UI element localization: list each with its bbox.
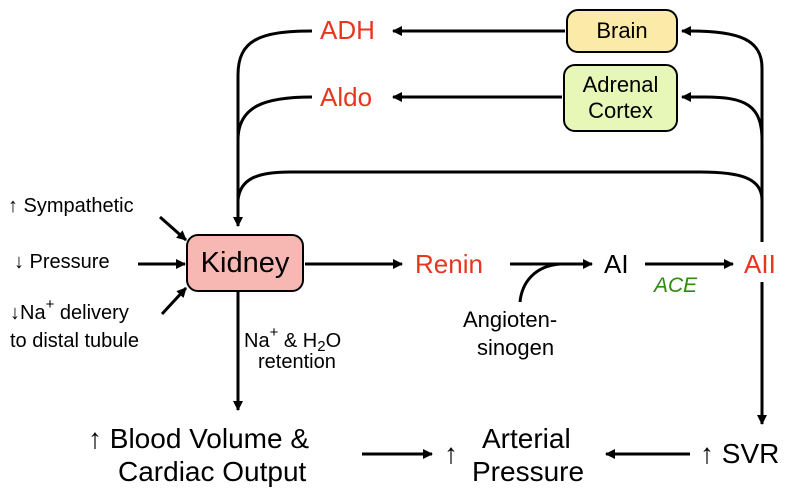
adrenal-label-line1: Adrenal xyxy=(582,71,659,97)
na-symbol: Na xyxy=(20,302,46,324)
aii-label: AII xyxy=(744,249,776,279)
angiotensinogen-line2: sinogen xyxy=(477,335,555,360)
arrow-angiotensinogen-to-ai xyxy=(518,262,561,303)
arterial-arrow: ↑ xyxy=(444,438,458,469)
ace-label: ACE xyxy=(654,274,698,297)
na-charge: + xyxy=(45,296,55,313)
angiotensinogen-line1: Angioten- xyxy=(463,307,558,332)
aldo-label: Aldo xyxy=(320,82,373,112)
arterial-line1: Arterial xyxy=(482,423,571,454)
na-delivery-label: ↓Na+ delivery xyxy=(10,297,129,323)
na-decrease-arrow: ↓ xyxy=(10,302,20,324)
arrow-aii-to-brain xyxy=(681,26,764,242)
kidney-box: Kidney xyxy=(186,234,304,292)
arrow-aldo-to-kidney xyxy=(236,95,313,226)
ai-label: AI xyxy=(604,249,629,279)
arterial-line2: Pressure xyxy=(472,456,585,487)
retention-amp-h: & H xyxy=(278,330,318,352)
svr-label: ↑ SVR xyxy=(700,438,780,469)
retention-na-charge: + xyxy=(269,324,279,341)
retention-h2o-sub: 2 xyxy=(317,338,326,355)
brain-label: Brain xyxy=(596,18,648,43)
renin-label: Renin xyxy=(415,249,483,279)
retention-formula: Na+ & H2O xyxy=(244,325,341,354)
adh-label: ADH xyxy=(320,15,375,45)
sympathetic-label: ↑ Sympathetic xyxy=(8,195,134,217)
blood-volume-line2: Cardiac Output xyxy=(118,456,307,487)
blood-volume-line1: ↑ Blood Volume & xyxy=(88,423,310,454)
kidney-label: Kidney xyxy=(200,246,290,279)
pressure-label: ↓ Pressure xyxy=(14,251,110,273)
distal-tubule-label: to distal tubule xyxy=(10,330,139,352)
arrow-aii-to-adrenal xyxy=(681,92,764,141)
arrow-sympathetic-to-kidney xyxy=(159,215,187,242)
retention-o: O xyxy=(325,330,342,352)
arrow-adh-to-kidney xyxy=(233,29,313,227)
adrenal-cortex-box: Adrenal Cortex xyxy=(563,64,678,132)
arrow-na-to-kidney xyxy=(160,286,188,316)
retention-na: Na xyxy=(244,330,270,352)
arrow-aii-to-kidney xyxy=(236,170,764,201)
retention-label: retention xyxy=(258,351,336,373)
brain-box: Brain xyxy=(566,9,678,53)
adrenal-label-line2: Cortex xyxy=(588,98,653,123)
na-delivery-text: delivery xyxy=(59,302,129,324)
